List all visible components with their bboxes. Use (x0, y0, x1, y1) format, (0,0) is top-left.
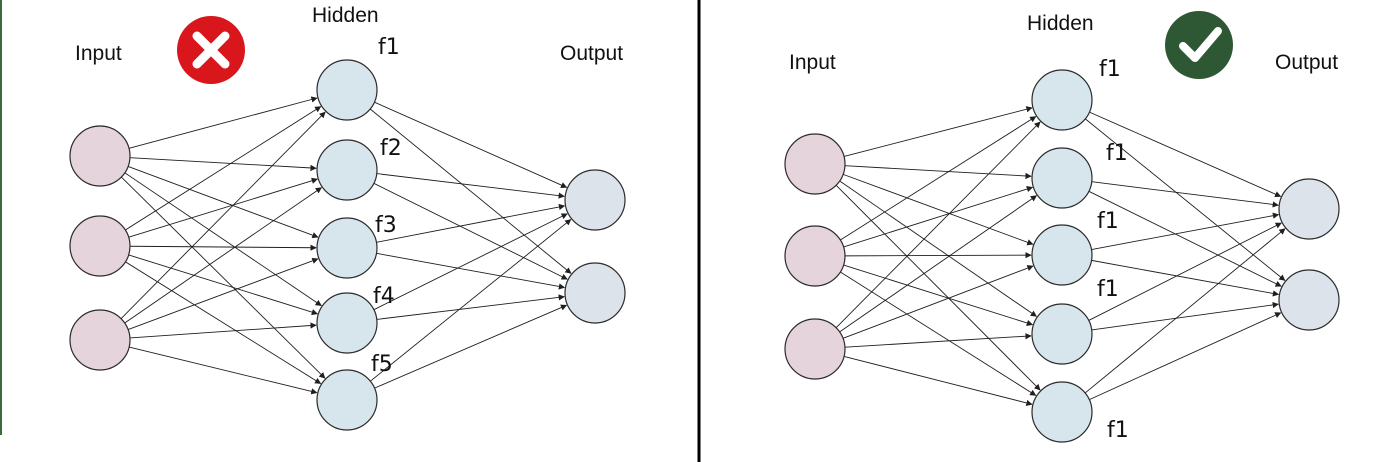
input-neuron (69, 215, 131, 277)
connection-arrow (843, 264, 1034, 326)
hidden-function-label: f4 (373, 284, 395, 309)
connection-arrow (127, 257, 319, 330)
hidden-neuron (1031, 224, 1093, 286)
connection-arrow (124, 172, 322, 307)
input-neuron (784, 225, 846, 287)
connection-arrow (374, 101, 568, 189)
hidden-neuron (1031, 303, 1093, 365)
hidden-neuron (1031, 69, 1093, 131)
input-neuron (784, 318, 846, 380)
hidden-function-label: f1 (1097, 277, 1119, 302)
connection-arrow (121, 176, 326, 379)
hidden-function-label: f2 (380, 136, 402, 161)
checkmark-icon (1165, 11, 1233, 79)
input-neuron (784, 133, 846, 195)
connection-arrow (370, 219, 572, 382)
connection-arrow (369, 108, 572, 274)
connection-arrow (1091, 259, 1280, 297)
hidden-function-label: f3 (375, 213, 397, 238)
connection-arrow (127, 166, 319, 239)
input-layer-label: Input (75, 42, 122, 65)
connection-arrow (1084, 228, 1286, 394)
connection-arrow (1088, 222, 1282, 321)
connection-arrow (840, 271, 1037, 396)
hidden-neuron (1031, 381, 1093, 443)
connection-arrow (129, 346, 318, 395)
connection-arrow (1088, 190, 1282, 287)
hidden-neuron (316, 292, 378, 354)
connection-arrow (1091, 181, 1279, 208)
connection-arrow (843, 186, 1034, 248)
connection-arrow (128, 177, 318, 238)
connection-arrow (120, 111, 326, 319)
connection-arrow (376, 294, 565, 320)
connection-arrow (129, 157, 317, 172)
connection-arrow (128, 254, 319, 316)
output-neuron (1278, 269, 1340, 331)
cross-icon (177, 16, 245, 84)
hidden-neuron (316, 369, 378, 431)
input-layer-label: Input (789, 51, 836, 74)
edges-right-way (835, 106, 1286, 406)
connection-arrow (835, 121, 1041, 329)
connection-arrow (844, 165, 1032, 180)
hidden-function-label: f5 (371, 352, 393, 377)
hidden-function-label: f1 (1107, 418, 1129, 443)
connection-arrow (129, 322, 317, 339)
connection-arrow (373, 213, 568, 311)
neurons-wrong (69, 59, 626, 431)
connection-arrow (1085, 118, 1286, 281)
connection-arrow (373, 182, 568, 280)
connection-arrow (376, 252, 566, 290)
input-neuron (69, 125, 131, 187)
hidden-function-label: f1 (378, 35, 400, 60)
hidden-function-label: f1 (1106, 141, 1128, 166)
output-neuron (1278, 178, 1340, 240)
hidden-layer-label: Hidden (1027, 12, 1094, 35)
hidden-function-label: f1 (1099, 57, 1121, 82)
hidden-neuron (1031, 147, 1093, 209)
output-neuron (564, 262, 626, 324)
connection-arrow (840, 116, 1037, 241)
connection-arrow (376, 173, 565, 199)
connection-arrow (124, 187, 322, 324)
connection-arrow (1089, 111, 1282, 198)
connection-arrow (125, 106, 322, 231)
connection-arrow (842, 173, 1034, 246)
hidden-neuron (316, 139, 378, 201)
connection-arrow (128, 96, 318, 149)
connection-arrow (125, 261, 322, 384)
connection-arrow (843, 355, 1033, 406)
edges-wrong (120, 96, 572, 395)
input-neuron (69, 309, 131, 371)
hidden-layer-label: Hidden (312, 4, 379, 27)
output-neuron (564, 169, 626, 231)
connection-arrow (1091, 212, 1280, 250)
connection-arrow (376, 203, 566, 243)
hidden-neuron (316, 217, 378, 279)
output-layer-label: Output (1275, 51, 1338, 74)
connection-arrow (844, 251, 1032, 259)
connection-arrow (839, 180, 1037, 317)
connection-arrow (842, 265, 1034, 339)
panel-right-way: Input Hidden Output f1 f1 f1 f1 f1 (784, 11, 1340, 443)
connection-arrow (129, 244, 317, 251)
output-layer-label: Output (560, 42, 623, 65)
connection-arrow (1091, 301, 1279, 331)
connection-arrow (844, 333, 1032, 348)
hidden-neuron (316, 59, 378, 121)
panel-wrong: Input Hidden Output f1 f2 f3 f4 f5 (69, 4, 626, 431)
connection-arrow (843, 106, 1033, 157)
connection-arrow (835, 184, 1041, 391)
connection-arrow (1089, 312, 1282, 401)
neurons-right-way (784, 69, 1340, 443)
hidden-function-label: f1 (1097, 209, 1119, 234)
connection-arrow (374, 304, 568, 389)
connection-arrow (839, 195, 1038, 333)
